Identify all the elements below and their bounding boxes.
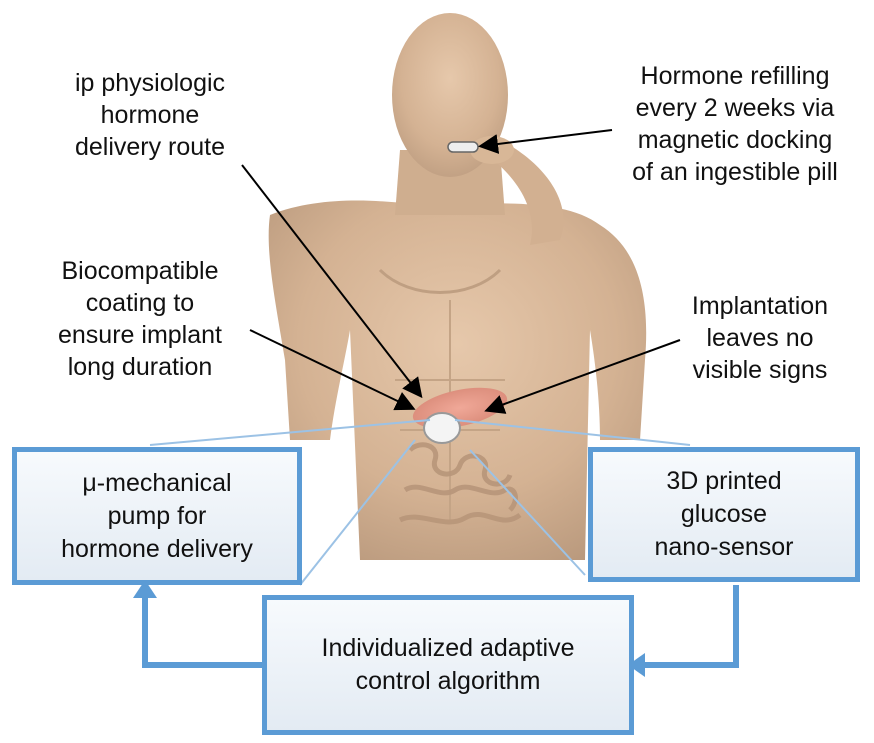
feedback-arrow-left (145, 595, 265, 665)
box-sensor: 3D printed glucose nano-sensor (588, 447, 860, 582)
label-implant: Implantation leaves no visible signs (650, 290, 870, 386)
label-coating: Biocompatible coating to ensure implant … (20, 255, 260, 383)
ingestible-pill (448, 142, 478, 152)
label-route: ip physiologic hormone delivery route (30, 67, 270, 163)
label-refill: Hormone refilling every 2 weeks via magn… (600, 60, 870, 188)
box-algorithm: Individualized adaptive control algorith… (262, 595, 634, 735)
feedback-arrow-right (642, 585, 736, 665)
box-pump: μ-mechanical pump for hormone delivery (12, 447, 302, 585)
implant-device (424, 413, 460, 443)
